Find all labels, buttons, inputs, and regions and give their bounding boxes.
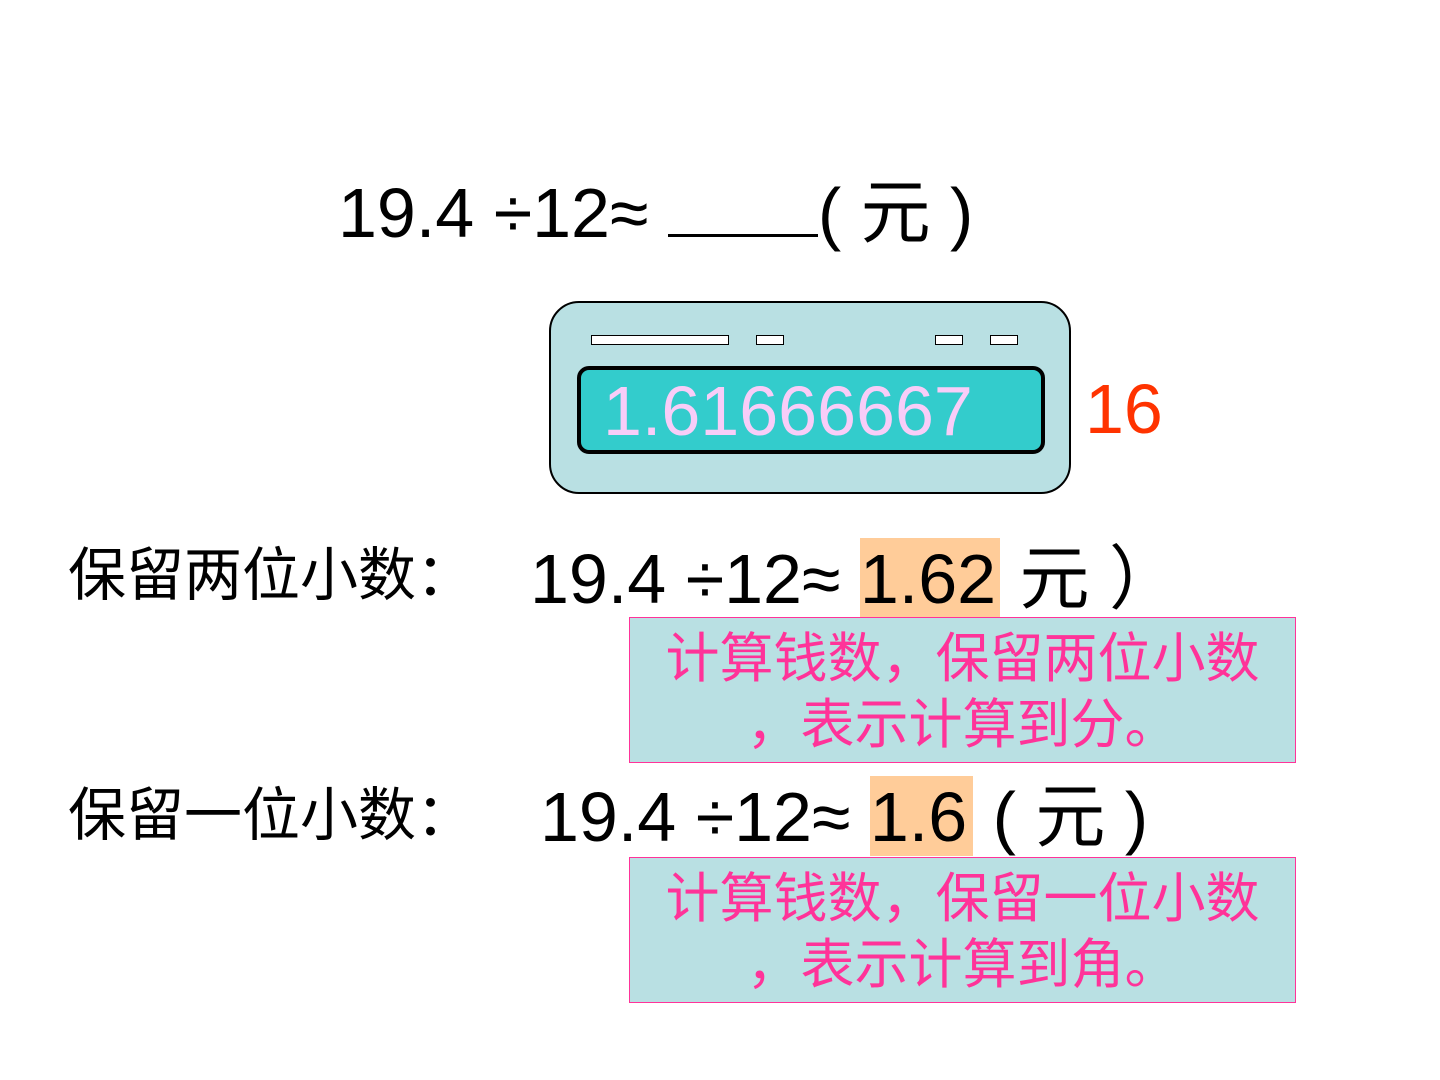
calculator-button [990, 335, 1018, 345]
answer-highlight: 1.62 [859, 538, 1001, 618]
note-line: ，表示计算到分。 [746, 693, 1179, 756]
note-one-decimal: 计算钱数，保留一位小数 ，表示计算到角。 [629, 857, 1296, 1003]
note-line: 计算钱数，保留一位小数 [665, 867, 1260, 930]
calculator: 1.61666667 [549, 301, 1071, 494]
equation-one-decimal: 19.4 ÷12≈ 1.6 ( 元 ) [540, 776, 1148, 856]
equation-two-decimals: 19.4 ÷12≈ 1.62 元 ） [530, 538, 1179, 618]
title-expression: 19.4 ÷12≈ [338, 174, 649, 252]
title-unit: ( 元 ) [817, 174, 974, 252]
note-line: 计算钱数，保留两位小数 [665, 627, 1260, 690]
answer-blank [667, 178, 818, 237]
calculator-highlight-digits: 16 [1085, 370, 1163, 448]
row-label-two-decimals: 保留两位小数： [68, 541, 475, 609]
title-equation: 19.4 ÷12≈ ( 元 ) [338, 178, 973, 248]
calculator-button [935, 335, 963, 345]
answer-highlight: 1.6 [869, 776, 974, 856]
expression: 19.4 ÷12≈ [530, 540, 841, 618]
calculator-display: 1.61666667 [577, 366, 1045, 454]
expression: 19.4 ÷12≈ [540, 778, 851, 856]
note-two-decimals: 计算钱数，保留两位小数 ，表示计算到分。 [629, 617, 1296, 763]
note-line: ，表示计算到角。 [746, 933, 1179, 996]
calculator-digits: 1.61666667 [603, 372, 973, 450]
unit: ( 元 ) [992, 778, 1149, 856]
calculator-bar [591, 335, 729, 345]
calculator-button [756, 335, 784, 345]
row-label-one-decimal: 保留一位小数： [68, 781, 475, 849]
unit: 元 ） [1000, 540, 1179, 618]
